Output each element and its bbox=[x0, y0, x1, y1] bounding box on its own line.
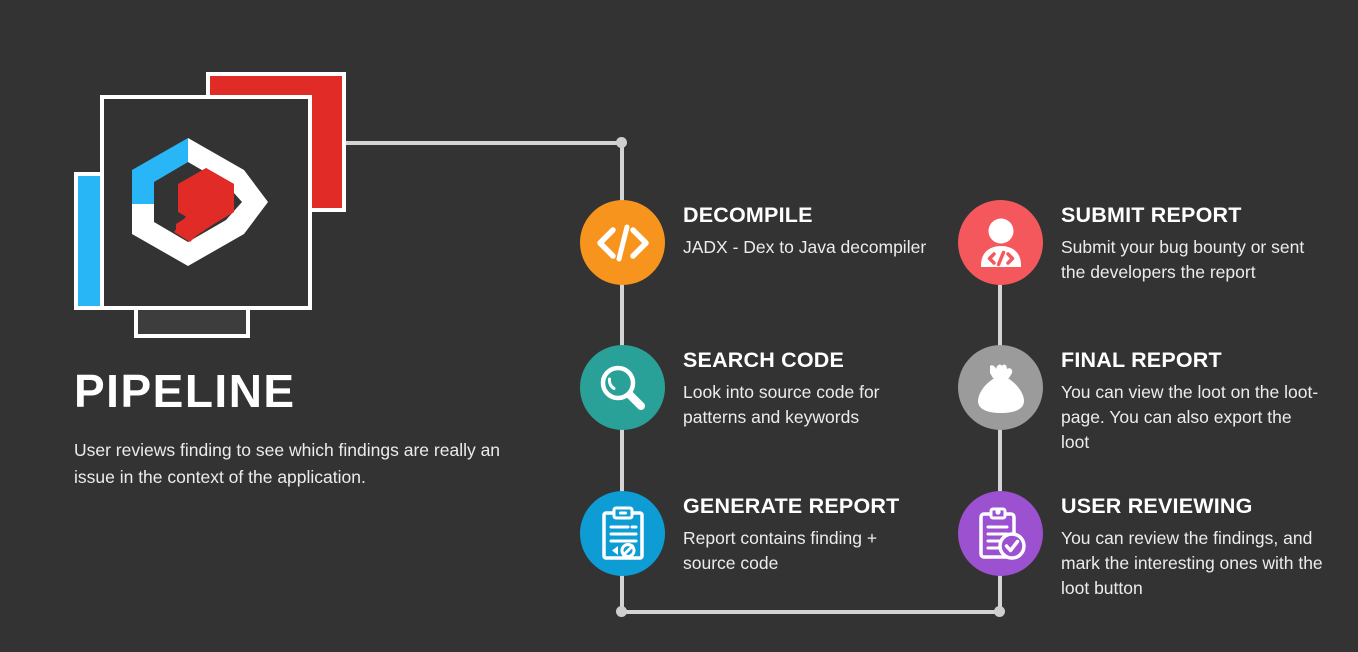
page-title: PIPELINE bbox=[74, 365, 296, 417]
step-user-reviewing-desc: You can review the findings, and mark th… bbox=[1061, 527, 1323, 599]
step-submit-report-desc: Submit your bug bounty or sent the devel… bbox=[1061, 236, 1305, 282]
connector-dot-bottom-right bbox=[994, 606, 1005, 617]
step-submit-report-title: SUBMIT REPORT bbox=[1061, 203, 1242, 227]
magnifier-icon bbox=[600, 365, 645, 410]
step-final-report-desc: You can view the loot on the loot-page. … bbox=[1061, 381, 1319, 453]
connector-dot-top-left bbox=[616, 137, 627, 148]
step-user-reviewing-circle bbox=[958, 491, 1043, 576]
connector-logo-to-column bbox=[340, 141, 624, 145]
step-generate-report-circle bbox=[580, 491, 665, 576]
connector-bottom-horizontal bbox=[620, 610, 1002, 614]
hexagon-logo-icon bbox=[132, 138, 268, 266]
step-decompile-desc: JADX - Dex to Java decompiler bbox=[683, 236, 927, 257]
step-generate-report-title: GENERATE REPORT bbox=[683, 494, 900, 518]
step-user-reviewing-text: USER REVIEWING You can review the findin… bbox=[1061, 494, 1323, 601]
step-submit-report-text: SUBMIT REPORT Submit your bug bounty or … bbox=[1061, 203, 1323, 285]
step-search-code-text: SEARCH CODE Look into source code for pa… bbox=[683, 348, 933, 430]
loot-bag-icon bbox=[977, 364, 1024, 413]
step-submit-report-circle bbox=[958, 200, 1043, 285]
step-search-code-desc: Look into source code for patterns and k… bbox=[683, 381, 880, 427]
step-user-reviewing-title: USER REVIEWING bbox=[1061, 494, 1253, 518]
step-decompile-title: DECOMPILE bbox=[683, 203, 813, 227]
code-brackets-icon bbox=[596, 224, 649, 261]
step-search-code-title: SEARCH CODE bbox=[683, 348, 845, 372]
step-generate-report-desc: Report contains finding + source code bbox=[683, 527, 878, 573]
developer-person-icon bbox=[980, 218, 1021, 267]
page-description: User reviews finding to see which findin… bbox=[74, 440, 501, 487]
clipboard-check-icon bbox=[978, 507, 1026, 560]
step-final-report-title: FINAL REPORT bbox=[1061, 348, 1222, 372]
step-generate-report-text: GENERATE REPORT Report contains finding … bbox=[683, 494, 933, 576]
connector-dot-bottom-left bbox=[616, 606, 627, 617]
step-decompile-circle bbox=[580, 200, 665, 285]
step-final-report-circle bbox=[958, 345, 1043, 430]
step-decompile-text: DECOMPILE JADX - Dex to Java decompiler bbox=[683, 203, 933, 260]
step-search-code-circle bbox=[580, 345, 665, 430]
clipboard-code-icon bbox=[601, 506, 644, 560]
step-final-report-text: FINAL REPORT You can view the loot on th… bbox=[1061, 348, 1323, 455]
